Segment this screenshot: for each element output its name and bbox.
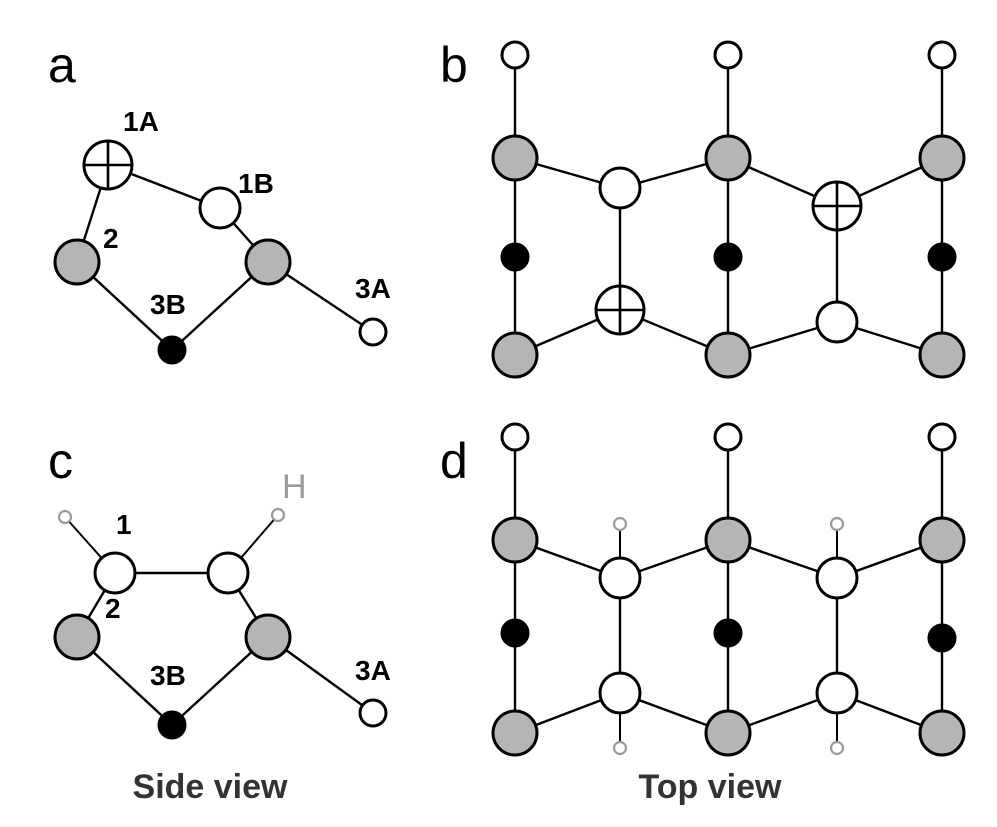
- panel-d: d: [440, 422, 966, 757]
- panel-c-letter: c: [48, 433, 73, 489]
- white-atom: [815, 556, 859, 600]
- white-atom: [815, 671, 859, 715]
- white-atom: [598, 556, 642, 600]
- black-atom: [713, 242, 743, 272]
- black-atom: [927, 623, 957, 653]
- white-atom: [206, 551, 250, 595]
- hydrogen-atom: [57, 509, 73, 525]
- gray-atom: [491, 516, 539, 564]
- panel-d-atoms: [491, 422, 966, 757]
- hydrogen-atom: [612, 516, 628, 532]
- gray-atom: [704, 134, 752, 182]
- charged-atom: [811, 180, 863, 232]
- caption-side-view: Side view: [133, 768, 289, 806]
- gray-atom: [53, 613, 101, 661]
- label-3b: 3B: [150, 660, 186, 691]
- charged-atom: [82, 139, 134, 191]
- black-atom: [713, 618, 743, 648]
- gray-atom: [244, 238, 292, 286]
- hydrogen-atom: [270, 507, 286, 523]
- gray-atom: [918, 134, 966, 182]
- panel-a: a 1A 1B 2 3B 3A: [48, 37, 391, 365]
- gray-atom: [491, 331, 539, 379]
- gray-atom: [53, 238, 101, 286]
- label-2: 2: [103, 223, 119, 254]
- gray-atom: [491, 709, 539, 757]
- label-hydrogen: H: [282, 468, 307, 506]
- white-atom: [198, 186, 242, 230]
- small-white-atom: [358, 698, 388, 728]
- black-atom: [927, 242, 957, 272]
- gray-atom: [918, 709, 966, 757]
- white-atom: [815, 300, 859, 344]
- panel-d-bonds: [513, 437, 944, 748]
- small-white-atom: [500, 40, 530, 70]
- gray-atom: [704, 331, 752, 379]
- gray-atom: [918, 516, 966, 564]
- panel-b: b: [440, 37, 966, 379]
- panel-b-letter: b: [440, 37, 468, 93]
- small-white-atom: [358, 317, 388, 347]
- gray-atom: [244, 613, 292, 661]
- black-atom: [157, 335, 187, 365]
- black-atom: [157, 710, 187, 740]
- label-1: 1: [116, 509, 132, 540]
- black-atom: [500, 242, 530, 272]
- label-3a: 3A: [355, 655, 391, 686]
- panel-d-letter: d: [440, 433, 468, 489]
- panel-a-atoms: [53, 139, 388, 365]
- panel-b-bonds: [513, 55, 944, 357]
- label-3b: 3B: [150, 289, 186, 320]
- gray-atom: [491, 134, 539, 182]
- black-atom: [500, 618, 530, 648]
- hydrogen-atom: [612, 740, 628, 756]
- small-white-atom: [927, 422, 957, 452]
- small-white-atom: [927, 40, 957, 70]
- charged-atom: [594, 284, 646, 336]
- small-white-atom: [500, 422, 530, 452]
- white-atom: [93, 551, 137, 595]
- white-atom: [598, 671, 642, 715]
- panel-c-labels: H 1 2 3B 3A: [105, 468, 391, 691]
- panel-c-atoms: [53, 507, 388, 740]
- label-1b: 1B: [238, 168, 274, 199]
- white-atom: [598, 166, 642, 210]
- hydrogen-atom: [829, 516, 845, 532]
- small-white-atom: [713, 40, 743, 70]
- label-2: 2: [105, 593, 121, 624]
- small-white-atom: [713, 422, 743, 452]
- caption-top-view: Top view: [639, 768, 782, 806]
- panel-a-labels: 1A 1B 2 3B 3A: [103, 106, 391, 320]
- panel-b-atoms: [491, 40, 966, 379]
- hydrogen-atom: [829, 740, 845, 756]
- label-3a: 3A: [355, 273, 391, 304]
- gray-atom: [918, 331, 966, 379]
- gray-atom: [704, 516, 752, 564]
- panel-c: c H 1 2 3B 3A: [48, 433, 391, 740]
- gray-atom: [704, 709, 752, 757]
- label-1a: 1A: [123, 106, 159, 137]
- panel-a-letter: a: [48, 37, 76, 93]
